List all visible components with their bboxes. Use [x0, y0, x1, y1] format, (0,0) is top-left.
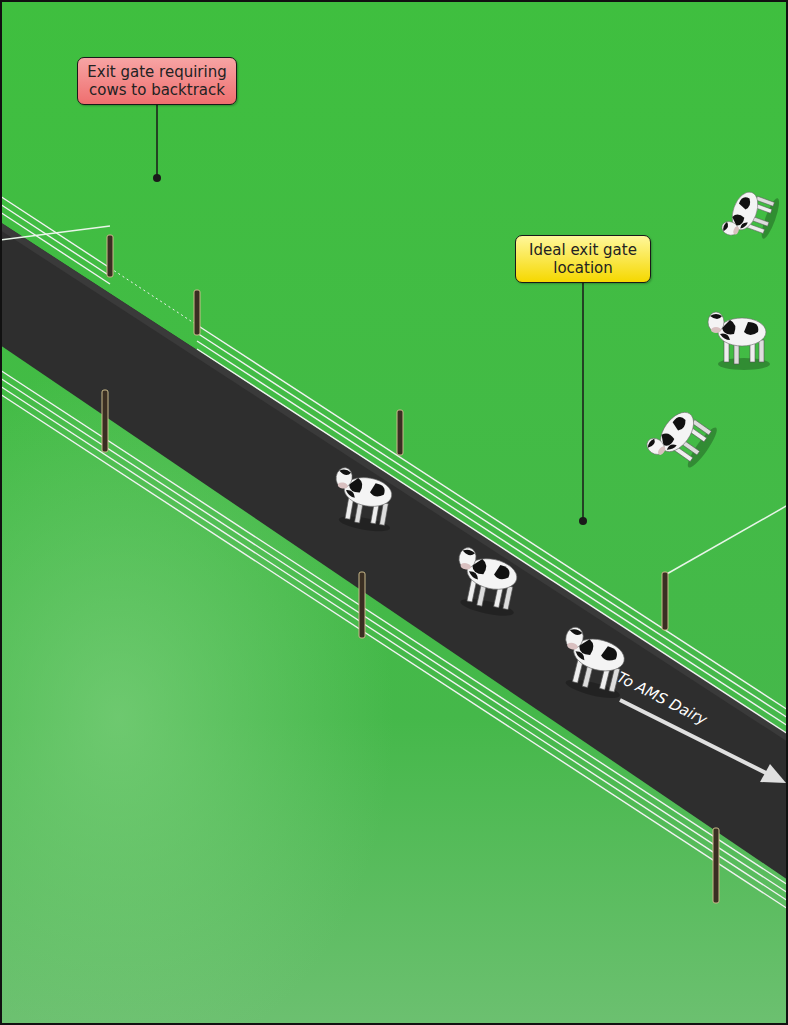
- leader-dot: [153, 174, 161, 182]
- leader-line: [582, 283, 584, 521]
- callout-text: Ideal exit gate location: [524, 241, 642, 277]
- callout-box: Ideal exit gate location: [515, 235, 651, 283]
- leader-line: [156, 105, 158, 178]
- leader-dot: [579, 517, 587, 525]
- callout-box: Exit gate requiring cows to backtrack: [77, 57, 237, 105]
- direction-label: To AMS Dairy: [614, 668, 710, 729]
- callout-text: Exit gate requiring cows to backtrack: [86, 63, 228, 99]
